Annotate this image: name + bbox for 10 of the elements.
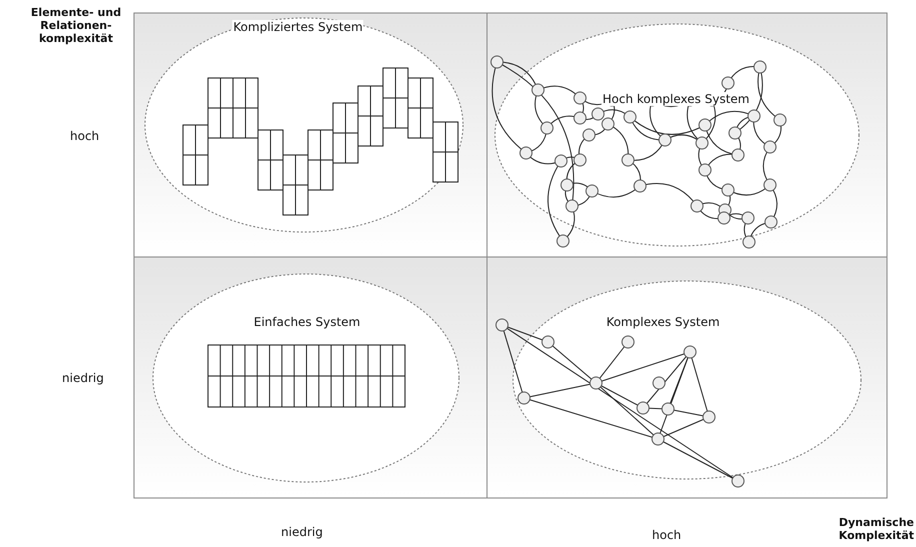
- axis-value: niedrig: [281, 526, 323, 539]
- system-title: Komplexes System: [605, 315, 721, 329]
- axis-value: hoch: [70, 130, 100, 143]
- axis-value: niedrig: [62, 372, 104, 385]
- axis-title: Dynamische Komplexität: [838, 516, 914, 542]
- system-title: Kompliziertes System: [232, 20, 364, 34]
- system-title: Einfaches System: [252, 315, 362, 329]
- system-title: Hoch komplexes System: [602, 92, 750, 106]
- axis-value: hoch: [652, 529, 682, 542]
- axis-title: Elemente- und Relationen- komplexität: [30, 6, 122, 45]
